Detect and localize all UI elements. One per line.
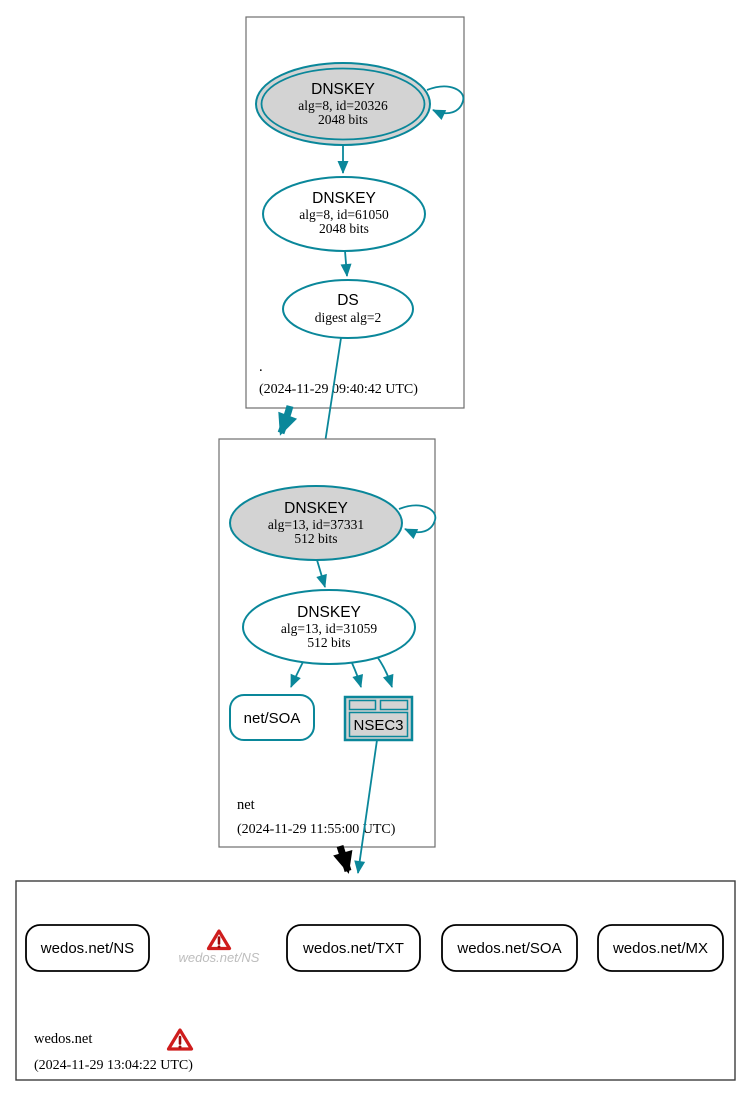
zone-label-net: net [237,797,255,813]
root-zsk-detail: alg=8, id=61050 [299,207,389,222]
nsec3-label: NSEC3 [353,717,403,734]
net-zsk-bits: 512 bits [307,635,350,650]
root-ksk-title: DNSKEY [311,81,375,98]
net-soa-label: net/SOA [244,710,301,727]
zone-label-wedos: wedos.net [34,1031,92,1047]
edge-net-zsk-nsec3-a [351,662,363,688]
node-net-ds[interactable]: DS digest alg=2 [282,279,414,339]
zone-timestamp-wedos: (2024-11-29 13:04:22 UTC) [34,1058,193,1073]
wedos-mx-label: wedos.net/MX [612,940,708,957]
node-root-zsk-dnskey[interactable]: DNSKEY alg=8, id=61050 2048 bits [262,176,426,252]
node-net-ksk-dnskey[interactable]: DNSKEY alg=13, id=37331 512 bits [229,485,403,561]
zone-border-wedos [15,880,736,1081]
node-wedos-soa[interactable]: wedos.net/SOA [441,924,578,972]
zone-warning-wedos[interactable] [166,1028,194,1051]
net-zsk-title: DNSKEY [297,604,361,621]
wedos-txt-label: wedos.net/TXT [302,940,404,957]
net-ksk-bits: 512 bits [294,531,337,546]
edge-net-ksk-selfsign [398,504,437,540]
zone-box-net: DNSKEY alg=13, id=37331 512 bits DNSKEY … [218,438,437,848]
wedos-ns-label: wedos.net/NS [40,940,134,957]
node-wedos-ns-warning[interactable]: wedos.net/NS [179,929,260,965]
zone-timestamp-net: (2024-11-29 11:55:00 UTC) [237,822,396,837]
wedos-soa-label: wedos.net/SOA [456,940,561,957]
zone-box-wedos: wedos.net/NS wedos.net/NS wedos.net/TXT … [15,880,736,1081]
edge-net-zsk-nsec3-b [377,657,394,688]
net-ksk-title: DNSKEY [284,500,348,517]
zone-box-root: DNSKEY alg=8, id=20326 2048 bits DNSKEY … [245,16,465,409]
node-wedos-mx[interactable]: wedos.net/MX [597,924,724,972]
delegation-arrow-root-net [277,405,298,436]
node-wedos-ns[interactable]: wedos.net/NS [25,924,150,972]
root-ksk-bits: 2048 bits [318,112,368,127]
root-zsk-bits: 2048 bits [319,221,369,236]
net-ksk-detail: alg=13, id=37331 [268,517,364,532]
zone-timestamp-root: (2024-11-29 09:40:42 UTC) [259,382,418,397]
node-net-soa[interactable]: net/SOA [229,694,315,741]
root-ksk-detail: alg=8, id=20326 [298,98,388,113]
edge-net-ksk-zsk [316,559,327,588]
edge-net-zsk-soa [290,661,304,688]
delegation-arrow-net-wedos [333,844,353,874]
warning-exclamation-dot [178,1045,182,1049]
node-wedos-txt[interactable]: wedos.net/TXT [286,924,421,972]
zone-label-root: . [259,359,263,375]
ds-title: DS [337,292,359,309]
node-net-zsk-dnskey[interactable]: DNSKEY alg=13, id=31059 512 bits [242,589,416,665]
ds-detail: digest alg=2 [315,310,381,325]
root-zsk-title: DNSKEY [312,190,376,207]
edge-root-ksk-selfsign [426,85,465,121]
wedos-ns-warning-label: wedos.net/NS [179,950,260,965]
edge-root-zsk-ds [340,250,352,277]
warning-exclamation-dot [217,945,221,949]
node-nsec3[interactable]: NSEC3 [343,695,414,742]
edge-nsec3-wedos [354,739,378,874]
net-zsk-detail: alg=13, id=31059 [281,621,377,636]
node-root-ksk-dnskey[interactable]: DNSKEY alg=8, id=20326 2048 bits [255,62,431,146]
